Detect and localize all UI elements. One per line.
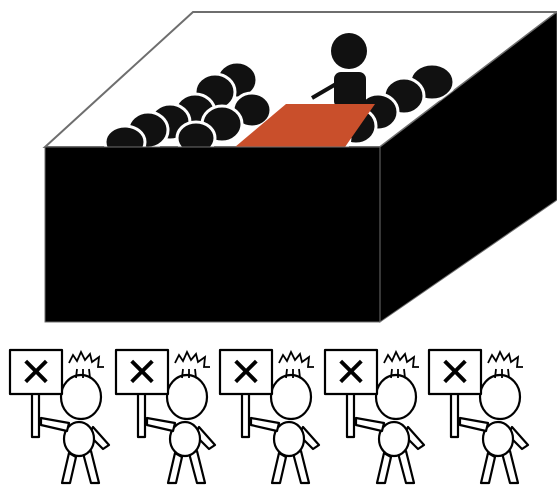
sign-board: [323, 348, 379, 396]
protester-figure: ✕: [218, 348, 321, 485]
anger-tick: [494, 368, 497, 379]
raised-arm: [39, 416, 71, 433]
anger-tick: [298, 368, 301, 379]
x-sign-icon: ✕: [125, 350, 159, 396]
head: [374, 373, 418, 421]
sign-board: [8, 348, 64, 396]
protester-row: ✕ ✕ ✕ ✕ ✕: [8, 348, 530, 485]
anger-tick: [88, 368, 91, 379]
right-leg: [291, 449, 311, 485]
raised-arm: [145, 416, 177, 433]
anger-lines-icon: [68, 349, 104, 379]
left-leg: [375, 451, 393, 485]
sign-board: [218, 348, 274, 396]
sign-board: [427, 348, 483, 396]
head: [269, 373, 313, 421]
protester-figure: ✕: [8, 348, 111, 485]
left-leg: [60, 451, 78, 485]
left-leg: [166, 451, 184, 485]
sign-stick: [449, 389, 460, 439]
head: [165, 373, 209, 421]
body: [377, 420, 411, 458]
box-side-face: [379, 11, 557, 323]
right-leg: [81, 449, 101, 485]
anger-zigzag: [487, 349, 523, 368]
anger-tick: [75, 368, 78, 379]
speaker-pointer: [310, 82, 338, 100]
x-sign-icon: ✕: [229, 350, 263, 396]
raised-arm: [354, 416, 386, 433]
anger-tick: [285, 368, 288, 379]
sign-stick: [240, 389, 251, 439]
anger-tick: [507, 368, 510, 379]
right-leg: [396, 449, 416, 485]
protester-figure: ✕: [427, 348, 530, 485]
anger-zigzag: [174, 349, 210, 368]
sign-stick: [136, 389, 147, 439]
speaker: [331, 33, 367, 108]
body: [62, 420, 96, 458]
anger-zigzag: [278, 349, 314, 368]
anger-lines-icon: [383, 349, 419, 379]
head: [59, 373, 103, 421]
x-sign-icon: ✕: [334, 350, 368, 396]
anger-tick: [181, 368, 184, 379]
sign-board: [114, 348, 170, 396]
anger-lines-icon: [278, 349, 314, 379]
body: [272, 420, 306, 458]
anger-zigzag: [383, 349, 419, 368]
anger-lines-icon: [174, 349, 210, 379]
left-leg: [270, 451, 288, 485]
speaker-head: [331, 33, 367, 69]
closed-meeting-box: [42, 11, 557, 323]
anger-tick: [194, 368, 197, 379]
sign-stick: [30, 389, 41, 439]
anger-tick: [403, 368, 406, 379]
x-sign-icon: ✕: [438, 350, 472, 396]
raised-arm: [458, 416, 490, 433]
podium: [235, 104, 375, 147]
anger-tick: [390, 368, 393, 379]
box-front-face: [44, 146, 381, 323]
right-leg: [500, 449, 520, 485]
body: [481, 420, 515, 458]
protester-figure: ✕: [114, 348, 217, 485]
sign-stick: [345, 389, 356, 439]
right-leg: [187, 449, 207, 485]
head: [478, 373, 522, 421]
left-leg: [479, 451, 497, 485]
anger-zigzag: [68, 349, 104, 368]
raised-arm: [249, 416, 281, 433]
body: [168, 420, 202, 458]
anger-lines-icon: [487, 349, 523, 379]
protester-figure: ✕: [323, 348, 426, 485]
x-sign-icon: ✕: [19, 350, 53, 396]
speaker-body: [334, 72, 366, 108]
